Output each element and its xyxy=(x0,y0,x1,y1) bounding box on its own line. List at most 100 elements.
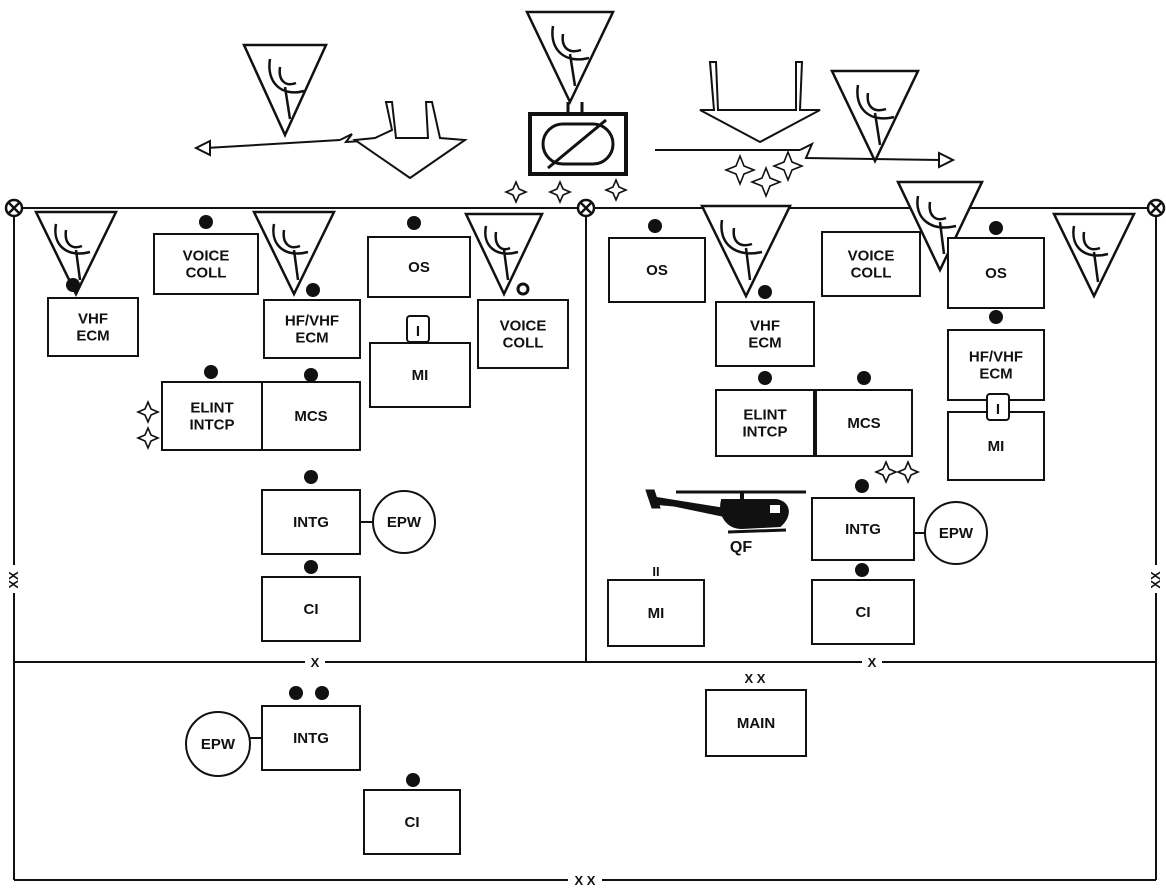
size-mark: I xyxy=(416,323,420,340)
unit-label: ECM xyxy=(748,335,781,352)
axis-of-advance-arrow-icon xyxy=(655,144,953,167)
dot-icon xyxy=(407,216,421,230)
unit-label: MCS xyxy=(847,415,880,432)
sparkle-icon xyxy=(606,180,626,200)
radio-antenna-triangle-icon xyxy=(466,214,542,294)
unit-label: ECM xyxy=(295,330,328,347)
dot-icon xyxy=(304,470,318,484)
ring-icon xyxy=(518,284,528,294)
dot-icon xyxy=(989,221,1003,235)
dot-icon xyxy=(857,371,871,385)
unit-label: OS xyxy=(408,259,430,276)
sparkle-icon xyxy=(774,152,802,180)
epw-label: EPW xyxy=(387,514,422,531)
unit-label: INTCP xyxy=(743,424,788,441)
unit-elint-left: ELINTINTCP xyxy=(162,365,262,450)
unit-label: INTG xyxy=(845,521,881,538)
unit-label: HF/VHF xyxy=(285,313,339,330)
dot-icon xyxy=(204,365,218,379)
down-arrow-icon xyxy=(700,62,820,142)
sensor-box-icon xyxy=(530,102,626,174)
bottom-boundary-mark: X X xyxy=(575,873,596,888)
unit-os-left: OS xyxy=(368,216,470,297)
unit-voice-coll-right: VOICECOLL xyxy=(822,232,920,296)
axis-of-advance-arrow-icon xyxy=(196,134,378,155)
unit-label: VHF xyxy=(78,311,108,328)
size-mark: I xyxy=(996,401,1000,418)
dot-icon xyxy=(989,310,1003,324)
epw-label: EPW xyxy=(939,525,974,542)
dot-icon xyxy=(304,368,318,382)
unit-os-right-a: OS xyxy=(609,219,705,302)
unit-mi-right: MII xyxy=(948,394,1044,480)
unit-vhf-ecm-right: VHFECM xyxy=(716,285,814,366)
epw-label: EPW xyxy=(201,736,236,753)
dot-icon xyxy=(855,479,869,493)
radio-antenna-triangle-icon xyxy=(1054,214,1134,296)
size-mark: II xyxy=(652,564,659,579)
helicopter-icon xyxy=(646,490,806,532)
unit-label: VOICE xyxy=(500,318,547,335)
unit-intg-left: INTG xyxy=(262,470,360,554)
unit-label: COLL xyxy=(186,265,227,282)
unit-label: ECM xyxy=(76,328,109,345)
sparkle-icon xyxy=(898,462,918,482)
unit-label: CI xyxy=(405,814,420,831)
dot-icon xyxy=(199,215,213,229)
epw-right-icon: EPW xyxy=(914,502,987,564)
dot-icon xyxy=(304,560,318,574)
sparkle-icon xyxy=(138,428,158,448)
sparkle-icon xyxy=(752,168,780,196)
left-side-mark: XX xyxy=(6,571,21,589)
unit-label: ELINT xyxy=(743,407,786,424)
unit-label: INTG xyxy=(293,514,329,531)
unit-label: COLL xyxy=(851,265,892,282)
unit-ci-left: CI xyxy=(262,560,360,641)
radio-antenna-triangle-icon xyxy=(254,212,334,294)
unit-hf-vhf-ecm-right: HF/VHFECM xyxy=(948,310,1044,400)
radio-antenna-triangle-icon xyxy=(832,71,918,161)
unit-label: HF/VHF xyxy=(969,349,1023,366)
unit-intg-rear: INTG xyxy=(262,686,360,770)
dot-icon xyxy=(306,283,320,297)
units-layer: VHFECMVOICECOLLHF/VHFECMOSVOICECOLLMIIEL… xyxy=(48,215,1044,854)
radio-antenna-triangle-icon xyxy=(244,45,326,135)
sparkle-icon xyxy=(876,462,896,482)
unit-label: CI xyxy=(856,604,871,621)
unit-label: ELINT xyxy=(190,400,233,417)
unit-mi-right-low: MIII xyxy=(608,564,704,646)
unit-mcs-right: MCS xyxy=(816,371,912,456)
sparkle-icon xyxy=(726,156,754,184)
unit-intg-right: INTG xyxy=(812,479,914,560)
sparkle-icon xyxy=(550,182,570,202)
unit-label: ECM xyxy=(979,366,1012,383)
unit-label: MI xyxy=(412,367,429,384)
dot-icon xyxy=(289,686,303,700)
unit-ci-right: CI xyxy=(812,563,914,644)
unit-label: CI xyxy=(304,601,319,618)
unit-ci-rear: CI xyxy=(364,773,460,854)
boundary-circle-x-icon xyxy=(578,200,594,216)
dot-icon xyxy=(66,278,80,292)
unit-label: VOICE xyxy=(183,248,230,265)
unit-label: MAIN xyxy=(737,715,775,732)
down-arrow-icon xyxy=(355,102,465,178)
unit-os-right-b: OS xyxy=(948,221,1044,308)
dot-icon xyxy=(648,219,662,233)
radio-antenna-triangle-icon xyxy=(702,206,790,296)
right-side-mark: XX xyxy=(1148,571,1163,589)
sparkle-icon xyxy=(138,402,158,422)
boundary-circle-x-icon xyxy=(6,200,22,216)
unit-mi-left: MI I xyxy=(370,316,470,407)
epw-left-icon: EPW xyxy=(360,491,435,553)
unit-label: COLL xyxy=(503,335,544,352)
dot-icon xyxy=(758,371,772,385)
radio-antenna-triangle-icon xyxy=(527,12,613,102)
dot-icon xyxy=(758,285,772,299)
